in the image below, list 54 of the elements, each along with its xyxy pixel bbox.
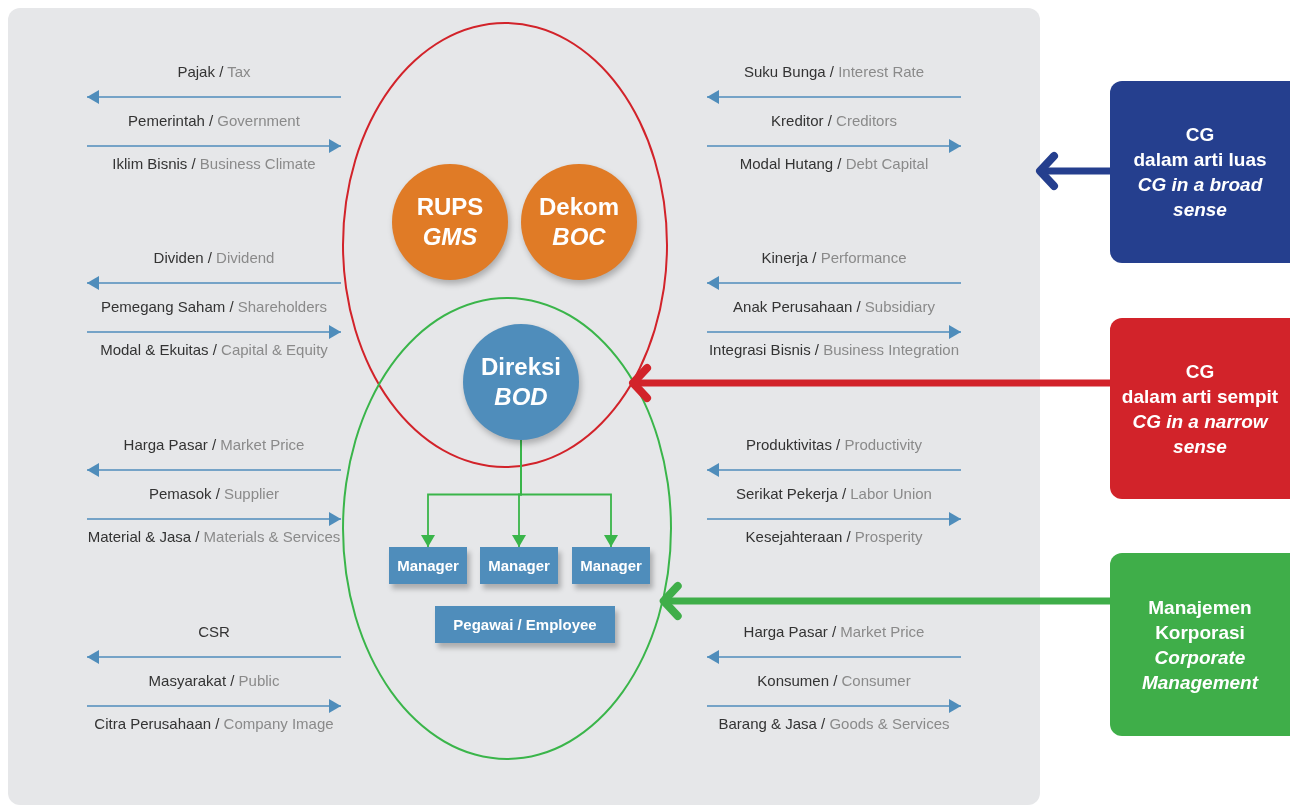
flow-label: Harga Pasar / Market Price xyxy=(122,435,306,454)
flow-label: Citra Perusahaan / Company Image xyxy=(93,714,335,733)
node-label: CG xyxy=(1185,359,1215,384)
flow-label: Integrasi Bisnis / Business Integration xyxy=(707,340,961,359)
flow-label: Kinerja / Performance xyxy=(760,248,908,267)
node-label: dalam arti sempit xyxy=(1121,384,1279,409)
node-label: dalam arti luas xyxy=(1133,148,1267,172)
thick-arrow xyxy=(659,582,1110,620)
node-label: BOD xyxy=(494,382,548,412)
flow-label: Masyarakat / Public xyxy=(147,671,281,690)
callout-box xyxy=(1110,553,1290,736)
flow-label: Serikat Pekerja / Labor Union xyxy=(735,484,933,503)
box-label: Manager xyxy=(580,557,642,574)
flow-label: Kesejahteraan / Prosperity xyxy=(744,527,924,546)
flow-label: Pemegang Saham / Shareholders xyxy=(100,297,328,316)
callout-box xyxy=(1110,81,1290,263)
thick-arrow xyxy=(1036,152,1110,190)
flow-label: Material & Jasa / Materials & Services xyxy=(86,527,342,546)
flow-label: Anak Perusahaan / Subsidiary xyxy=(732,297,936,316)
panel-background xyxy=(8,8,1040,805)
flow-label: Produktivitas / Productivity xyxy=(745,435,923,454)
box-label: Manager xyxy=(488,557,550,574)
process-box xyxy=(389,547,467,584)
flow-label: Kreditor / Creditors xyxy=(770,111,898,130)
flow-label: Barang & Jasa / Goods & Services xyxy=(717,714,951,733)
flow-label: Pajak / Tax xyxy=(176,62,252,81)
node-label: Dekom xyxy=(539,192,619,222)
node-label: CG in a narrow sense xyxy=(1131,409,1270,459)
flow-label: Iklim Bisnis / Business Climate xyxy=(111,154,317,173)
flow-label: Dividen / Dividend xyxy=(152,248,276,267)
flow-label: Konsumen / Consumer xyxy=(756,671,912,690)
node-label: RUPS xyxy=(416,192,484,222)
flow-label: Modal Hutang / Debt Capital xyxy=(738,154,930,173)
callout-box xyxy=(1110,318,1290,499)
node-label: Direksi xyxy=(480,352,562,382)
flow-label: Harga Pasar / Market Price xyxy=(742,622,926,641)
flow-label: CSR xyxy=(197,622,231,641)
flow-label: Pemerintah / Government xyxy=(127,111,301,130)
thick-arrow xyxy=(629,364,1110,402)
flow-label: Pemasok / Supplier xyxy=(147,484,281,503)
connector-arrow xyxy=(520,439,617,548)
box-label: Pegawai / Employee xyxy=(453,616,597,633)
process-box xyxy=(572,547,650,584)
process-box xyxy=(435,606,615,643)
node-label: BOC xyxy=(552,222,606,252)
node-label: CG in a broad sense xyxy=(1136,173,1264,222)
box-label: Manager xyxy=(397,557,459,574)
node-label: GMS xyxy=(422,222,478,252)
flow-label: Suku Bunga / Interest Rate xyxy=(742,62,926,81)
process-box xyxy=(480,547,558,584)
node-label: CG xyxy=(1185,123,1215,147)
flow-label: Modal & Ekuitas / Capital & Equity xyxy=(99,340,329,359)
node-label: Corporate Management xyxy=(1140,645,1260,695)
node-label: Manajemen Korporasi xyxy=(1147,595,1253,645)
